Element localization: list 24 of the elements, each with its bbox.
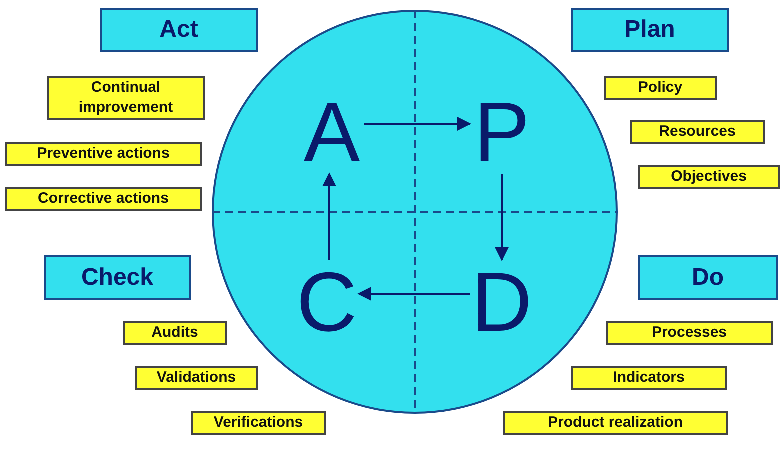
label-box: Verifications	[191, 411, 326, 435]
arrow	[364, 117, 472, 131]
label-box: Objectives	[638, 165, 780, 189]
label-box: Processes	[606, 321, 773, 345]
heading-box: Check	[44, 255, 191, 300]
label-box: Audits	[123, 321, 227, 345]
arrow	[322, 172, 336, 260]
stage-letter: A	[302, 92, 362, 172]
heading-box: Do	[638, 255, 778, 300]
label-box: Validations	[135, 366, 258, 390]
stage-letter: C	[297, 262, 357, 342]
label-box: Product realization	[503, 411, 728, 435]
label-box: Indicators	[571, 366, 727, 390]
stage-letter: D	[472, 262, 532, 342]
heading-box: Plan	[571, 8, 729, 52]
label-box: Corrective actions	[5, 187, 202, 211]
label-box: Continual improvement	[47, 76, 205, 120]
label-box: Resources	[630, 120, 765, 144]
stage-letter: P	[472, 92, 532, 172]
arrow	[358, 287, 470, 301]
heading-box: Act	[100, 8, 258, 52]
arrow	[495, 174, 509, 262]
label-box: Preventive actions	[5, 142, 202, 166]
label-box: Policy	[604, 76, 717, 100]
